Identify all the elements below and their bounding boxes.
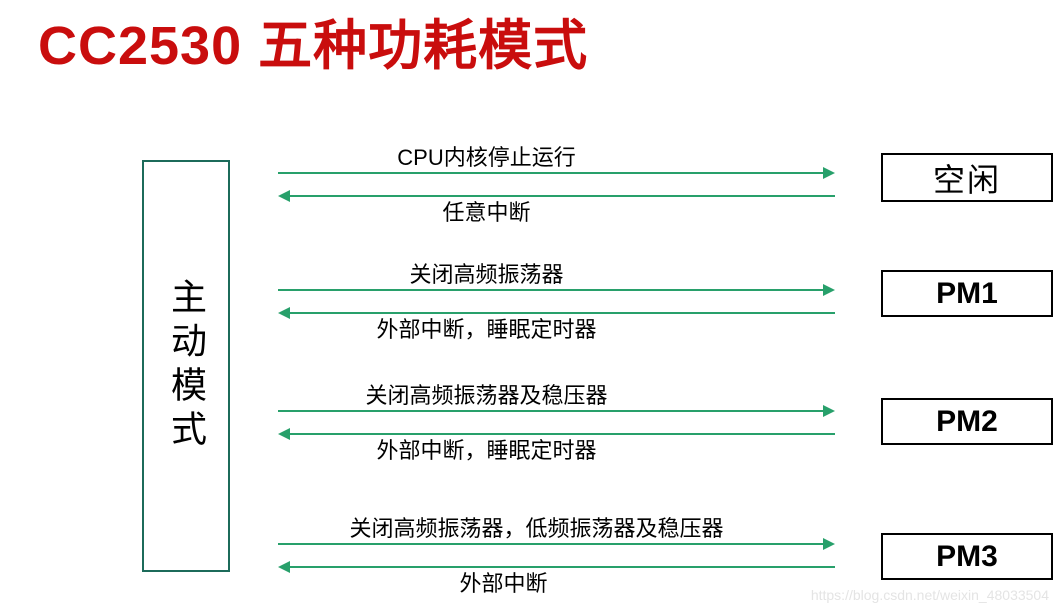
right-arrow-icon xyxy=(278,538,835,550)
transition-group-pm1: 关闭高频振荡器 外部中断，睡眠定时器 xyxy=(278,262,835,343)
mode-label: PM3 xyxy=(936,539,998,573)
left-arrow-icon xyxy=(278,561,835,573)
active-mode-label: 主动模式 xyxy=(166,278,207,454)
transition-group-pm2: 关闭高频振荡器及稳压器 外部中断，睡眠定时器 xyxy=(278,383,835,464)
mode-box-pm2: PM2 xyxy=(881,398,1053,445)
forward-condition-label: 关闭高频振荡器，低频振荡器及稳压器 xyxy=(349,516,724,541)
back-condition-label: 外部中断 xyxy=(459,571,548,596)
mode-label: PM2 xyxy=(936,404,998,438)
transition-group-pm3: 关闭高频振荡器，低频振荡器及稳压器 外部中断 xyxy=(278,516,835,597)
active-mode-box: 主动模式 xyxy=(142,160,230,572)
transition-group-idle: CPU内核停止运行 任意中断 xyxy=(278,145,835,226)
back-condition-label: 外部中断，睡眠定时器 xyxy=(376,317,597,342)
right-arrow-icon xyxy=(278,405,835,417)
forward-condition-label: CPU内核停止运行 xyxy=(397,145,576,170)
page-title: CC2530 五种功耗模式 xyxy=(38,16,589,76)
back-condition-label: 任意中断 xyxy=(442,200,531,225)
mode-box-pm1: PM1 xyxy=(881,270,1053,317)
left-arrow-icon xyxy=(278,428,835,440)
mode-box-pm3: PM3 xyxy=(881,533,1053,580)
mode-box-idle: 空闲 xyxy=(881,153,1053,202)
mode-label: 空闲 xyxy=(932,161,1001,198)
right-arrow-icon xyxy=(278,284,835,296)
left-arrow-icon xyxy=(278,307,835,319)
forward-condition-label: 关闭高频振荡器及稳压器 xyxy=(365,383,608,408)
watermark: https://blog.csdn.net/weixin_48033504 xyxy=(810,587,1049,603)
forward-condition-label: 关闭高频振荡器 xyxy=(409,262,564,287)
back-condition-label: 外部中断，睡眠定时器 xyxy=(376,438,597,463)
right-arrow-icon xyxy=(278,167,835,179)
left-arrow-icon xyxy=(278,190,835,202)
mode-label: PM1 xyxy=(936,276,998,310)
